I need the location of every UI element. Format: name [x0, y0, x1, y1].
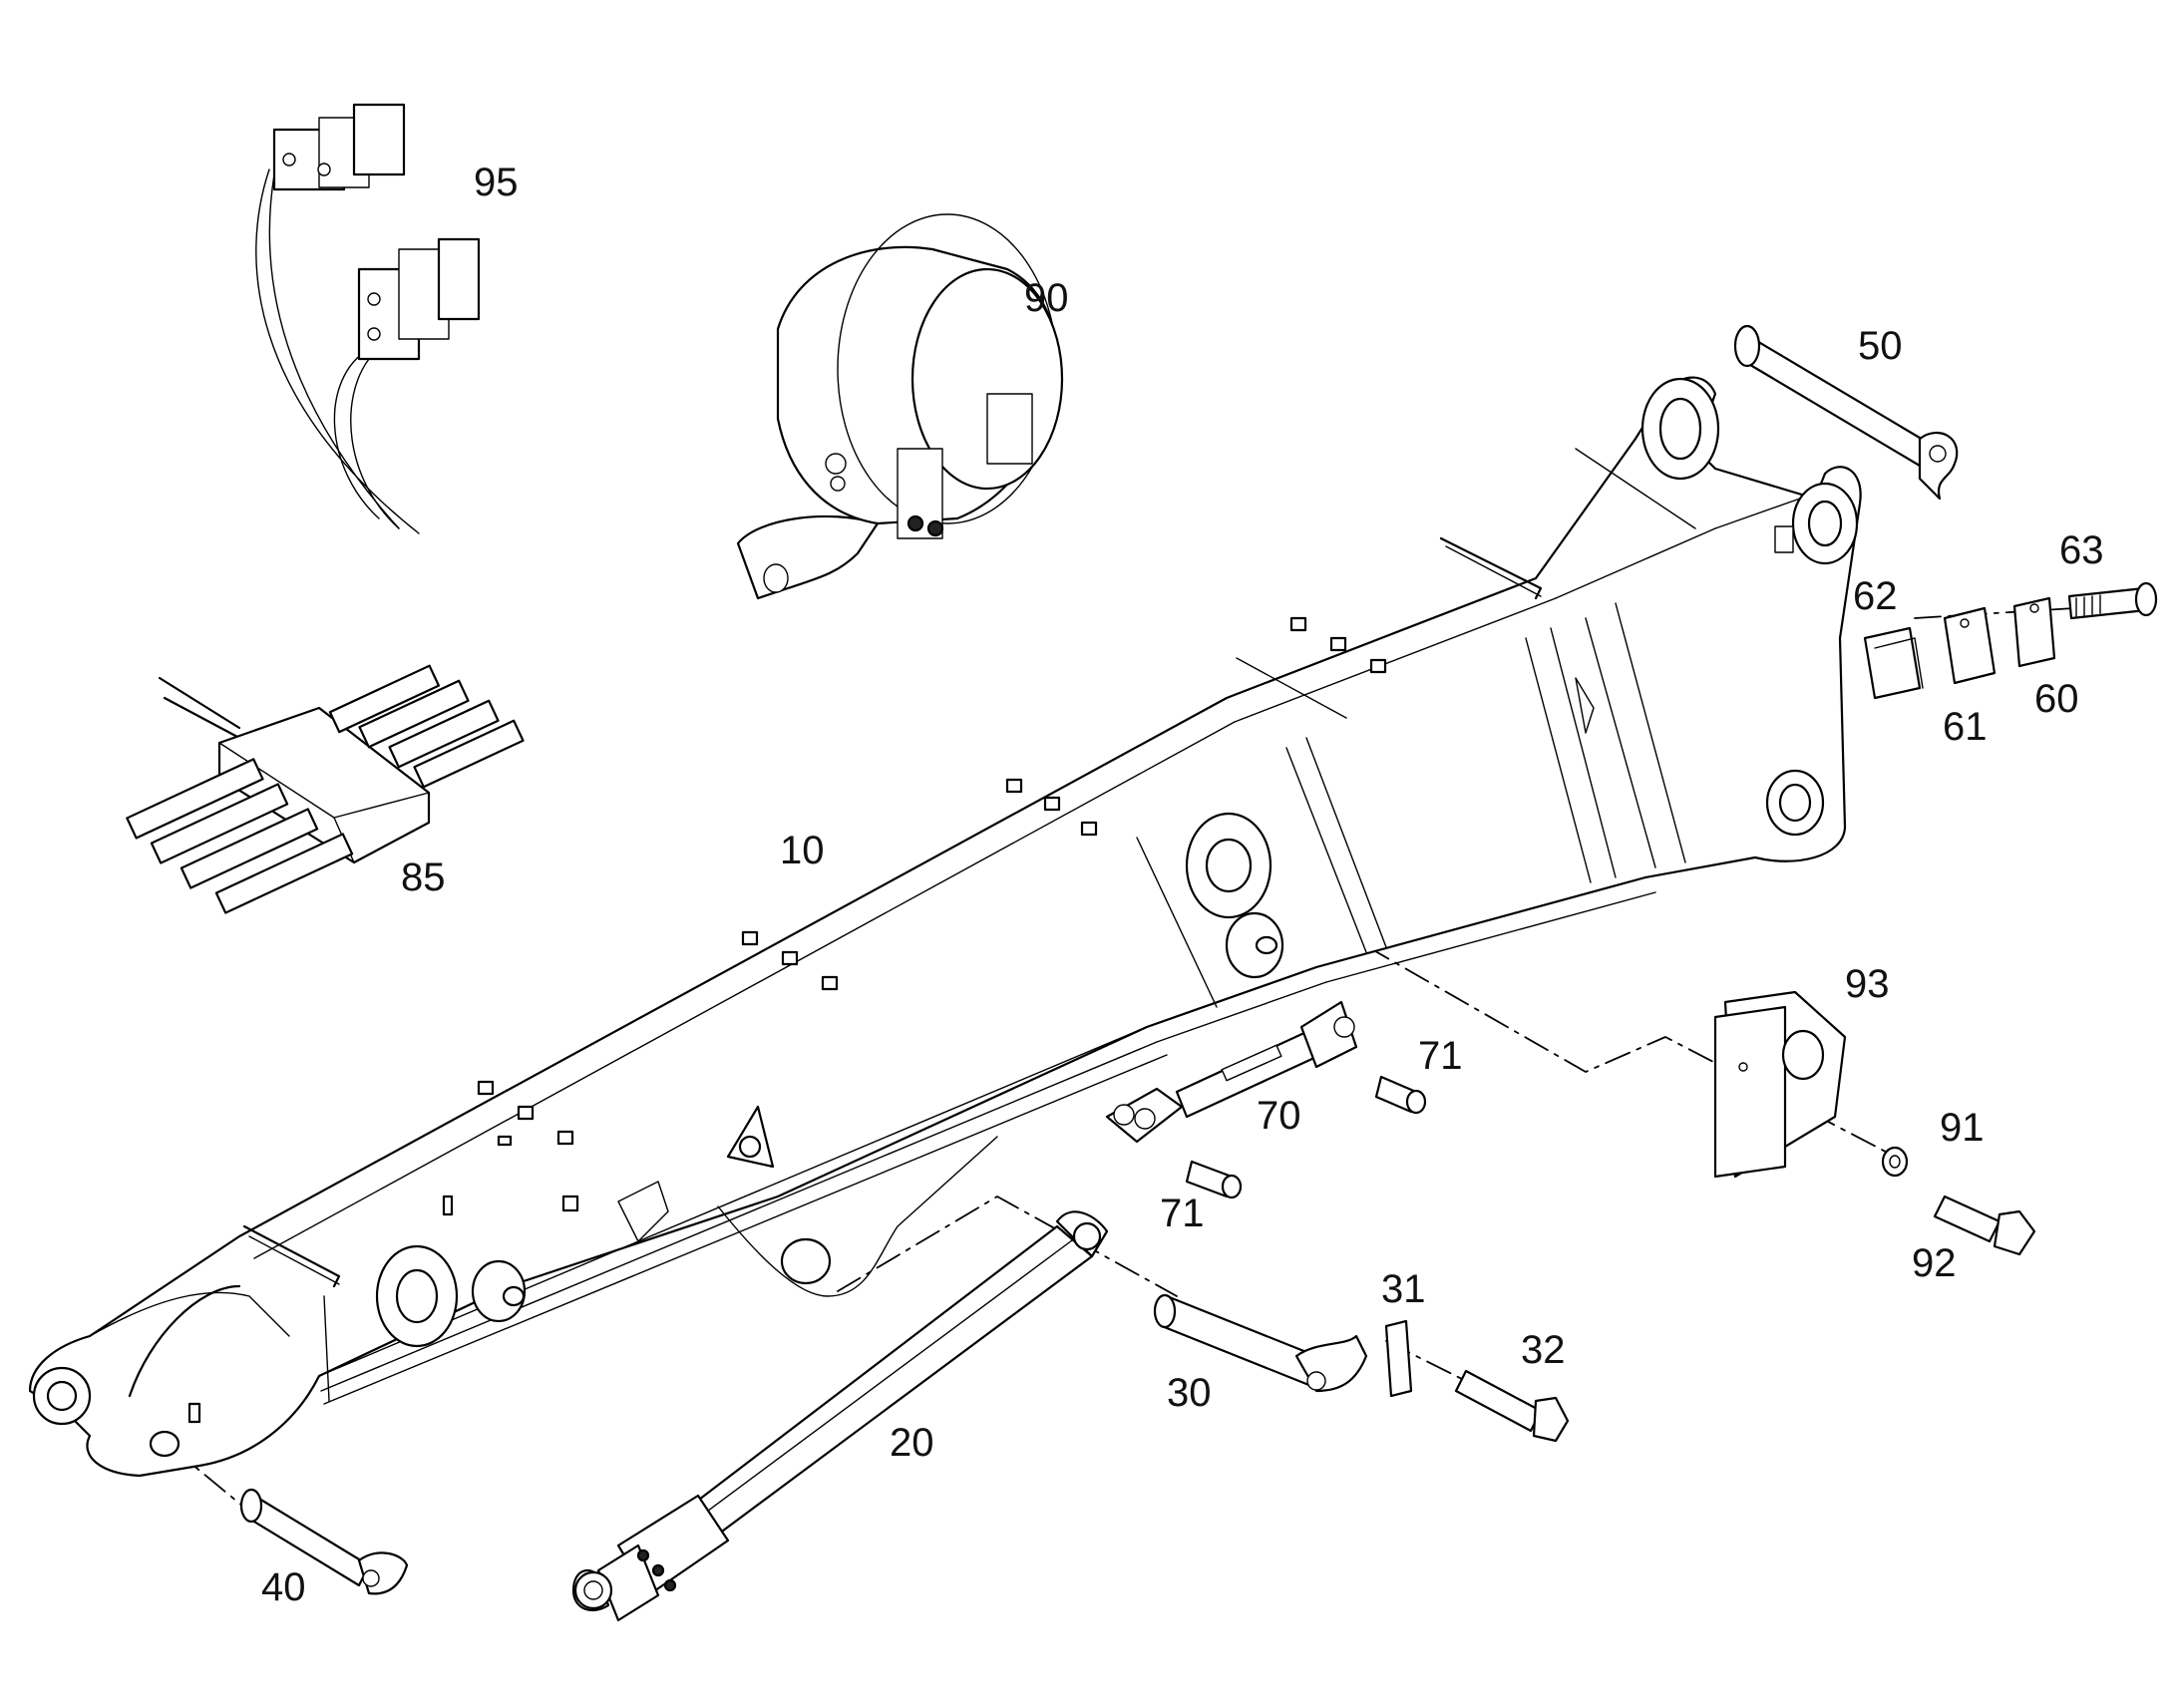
- callout-20: 20: [890, 1421, 934, 1465]
- boom-arm: [28, 376, 1862, 1478]
- sensor-part: [736, 213, 1064, 600]
- callout-63: 63: [2059, 528, 2104, 572]
- plate-pack-part: [1863, 581, 2158, 700]
- callout-labels: 95 90 50 63 62 61 60 85 10 93 71 70 91 7…: [261, 161, 2104, 1609]
- pin-40-part: [239, 1488, 409, 1595]
- callout-93: 93: [1845, 962, 1890, 1006]
- callout-61: 61: [1943, 705, 1988, 749]
- boom-body: [28, 376, 1862, 1478]
- hydraulic-block-part: [126, 664, 525, 914]
- callout-40: 40: [261, 1565, 306, 1609]
- callout-30: 30: [1167, 1371, 1212, 1415]
- pin-50-part: [1733, 324, 1959, 501]
- callout-62: 62: [1853, 574, 1898, 618]
- hydraulic-cylinder-part: [571, 1210, 1109, 1622]
- callout-85: 85: [401, 855, 446, 899]
- turnbuckle-part: [1105, 1000, 1427, 1199]
- callout-50: 50: [1858, 324, 1903, 368]
- callout-91: 91: [1940, 1106, 1985, 1150]
- connectors-part: [255, 103, 481, 534]
- callout-95: 95: [474, 161, 519, 204]
- callout-90: 90: [1024, 276, 1069, 320]
- pin-30-assembly-part: [1153, 1293, 1570, 1443]
- bracket-assembly-part: [1713, 990, 2036, 1256]
- callout-70: 70: [1257, 1094, 1301, 1138]
- centerline-60: [1914, 607, 2075, 619]
- centerline-20: [837, 1196, 1178, 1297]
- callout-60: 60: [2034, 677, 2079, 721]
- callout-92: 92: [1912, 1241, 1957, 1285]
- callout-71-top: 71: [1418, 1034, 1463, 1078]
- callout-71-bottom: 71: [1160, 1192, 1205, 1235]
- callout-32: 32: [1521, 1328, 1566, 1372]
- callout-10: 10: [780, 829, 825, 872]
- callout-31: 31: [1381, 1267, 1426, 1311]
